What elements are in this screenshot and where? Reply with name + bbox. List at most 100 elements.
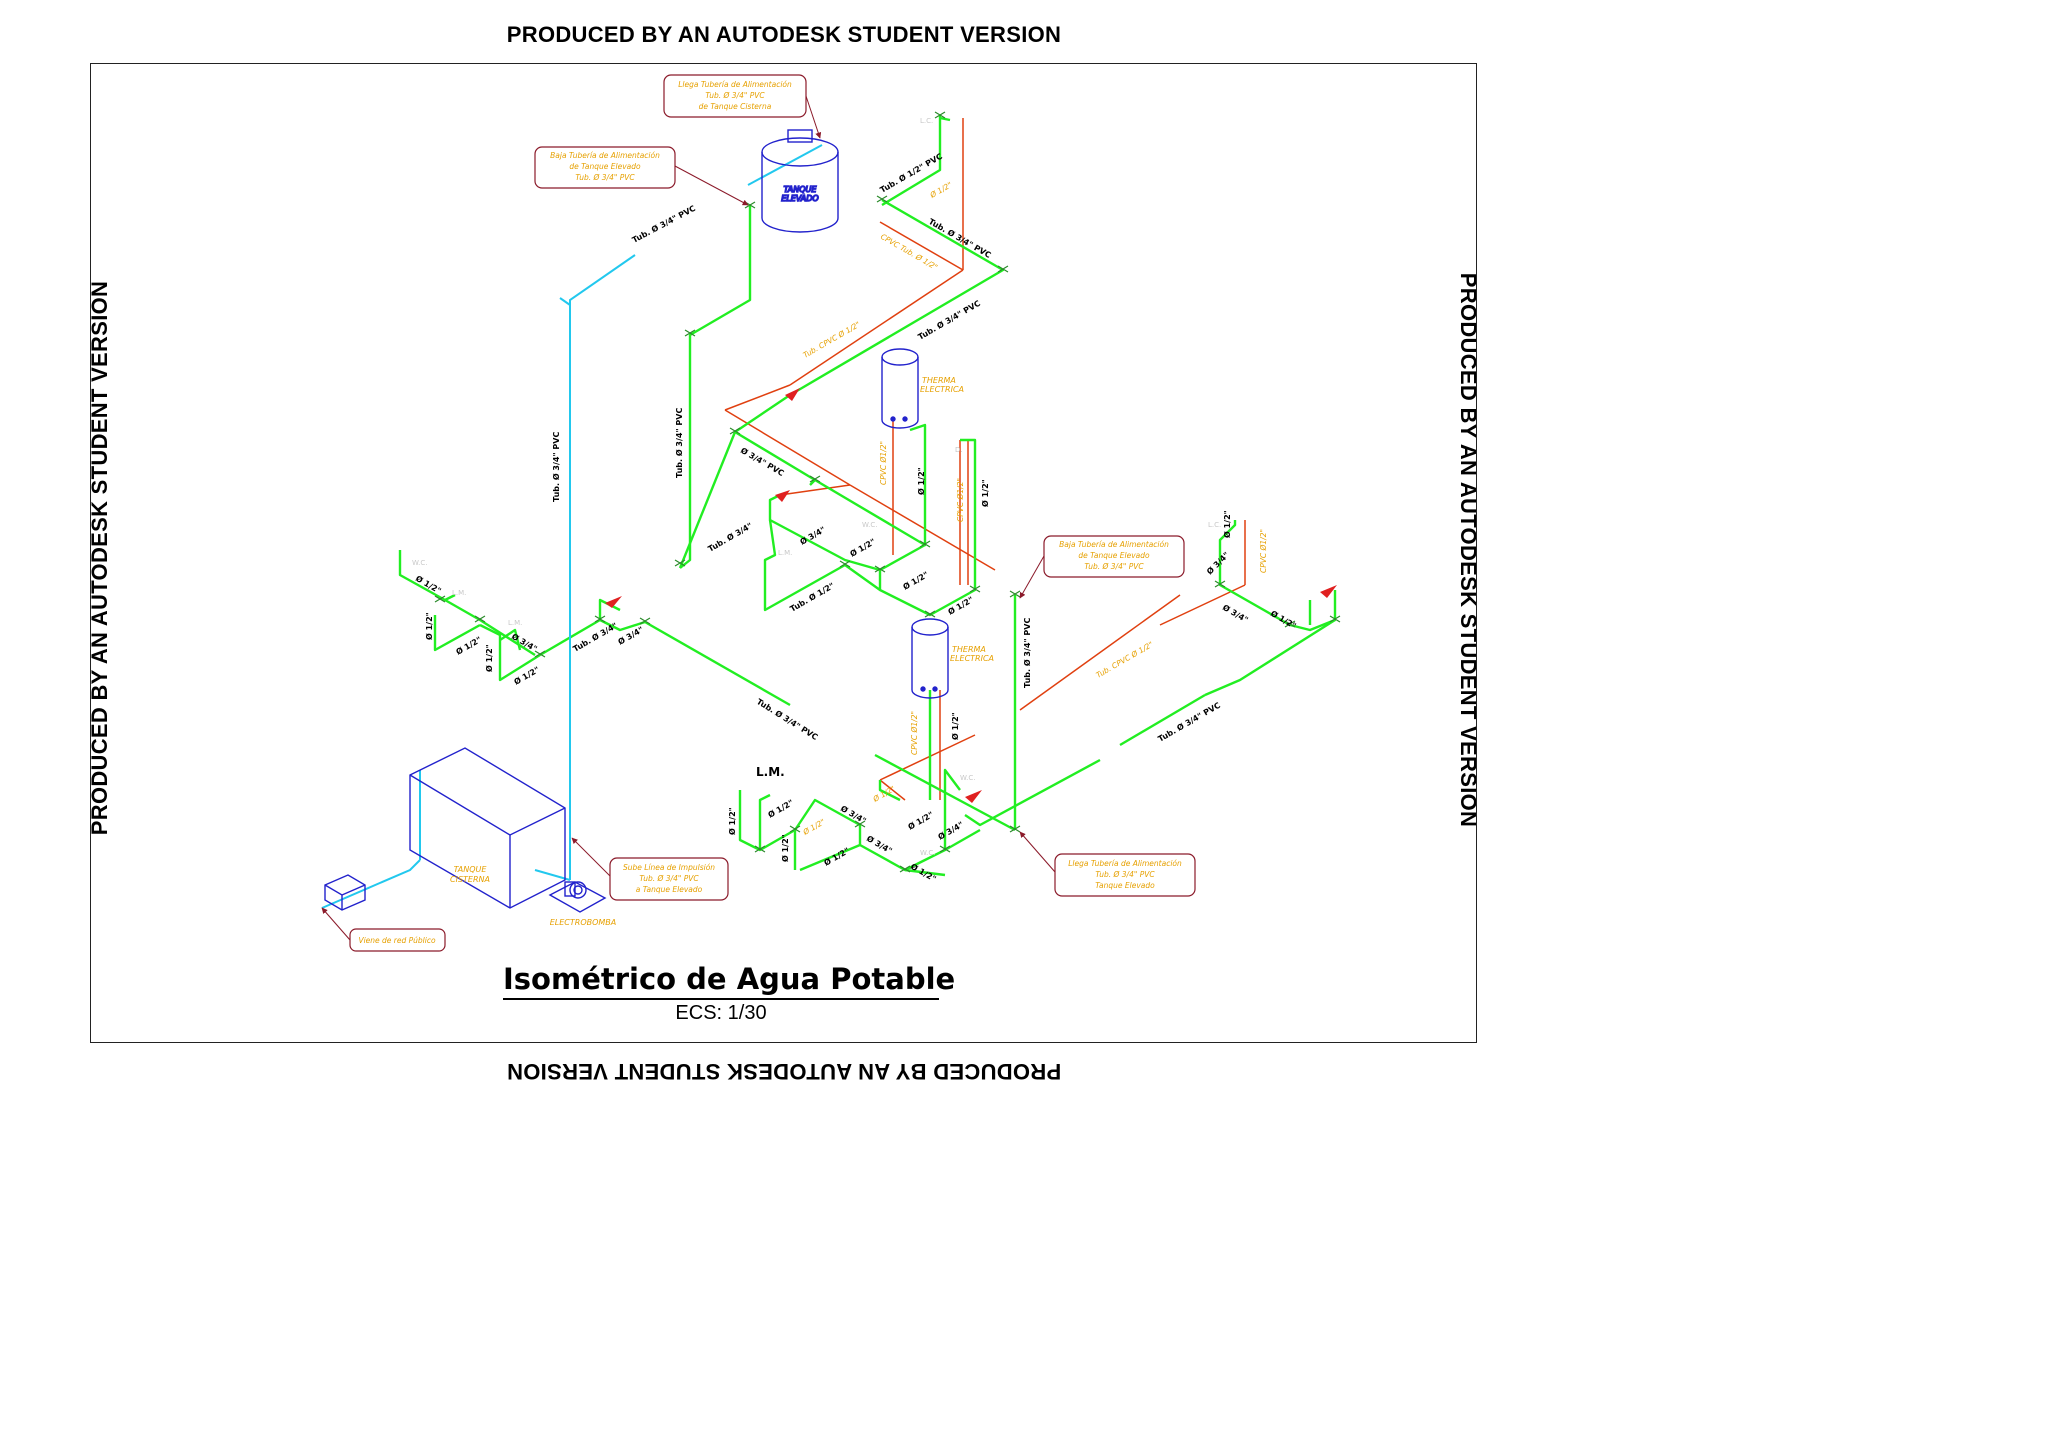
pipe-label: Ø 1/2" <box>822 845 851 868</box>
cisterna-label: TANQUE <box>454 865 488 874</box>
pipe-label: Tub. Ø 3/4" PVC <box>927 216 993 260</box>
callout-3-line-3: Tub. Ø 3/4" PVC <box>1084 562 1144 571</box>
callout-4-line-1: Sube Línea de Impulsión <box>623 863 715 872</box>
pipe-label: Tub. Ø 3/4" PVC <box>1022 618 1032 688</box>
fixture-tag: L.C. <box>920 117 933 125</box>
pipe-label: Ø 1/2" <box>512 664 541 687</box>
drawing-title: Isométrico de Agua Potable <box>503 962 955 1000</box>
hot-water-pipes <box>724 118 1246 801</box>
pipe-label: Tub. Ø 3/4" PVC <box>674 408 684 478</box>
hot-pipe-label: CPVC Ø1/2" <box>910 711 919 755</box>
pipe-label: Ø 1/2" <box>848 536 877 559</box>
fixture-tag: L.C. <box>1208 521 1221 529</box>
hot-pipe-label: Ø 1/2" <box>928 180 954 200</box>
fixture-tag: L.M. <box>508 619 522 627</box>
tanque-cisterna <box>409 747 566 909</box>
fixture-tag: W.C. <box>920 849 935 857</box>
title-block: Isométrico de Agua Potable ECS: 1/30 <box>503 962 955 1025</box>
electrobomba-label: ELECTROBOMBA <box>550 918 617 927</box>
pipe-label: Ø 3/4" PVC <box>739 445 786 478</box>
therma-1-label-2: ELECTRICA <box>920 385 964 394</box>
cisterna-label-2: CISTERNA <box>450 875 490 884</box>
tanque-elevado: TANQUE ELEVADO <box>761 129 839 233</box>
hot-pipe-label: CPVC Ø1/2" <box>1259 529 1268 573</box>
pipe-label: Ø 1/2" <box>727 807 737 835</box>
hot-pipe-label: CPVC Ø1/2" <box>879 441 888 485</box>
pipe-label: Ø 1/2" <box>950 712 960 740</box>
callout-2: Baja Tubería de Alimentación de Tanque E… <box>534 146 749 206</box>
fixture-tag: D. <box>955 446 963 454</box>
fixture-tag: W.C. <box>412 559 427 567</box>
therma-1-label: THERMA <box>922 376 956 385</box>
pipe-label: Ø 1/2" <box>1269 608 1298 631</box>
pipe-label: Ø 1/2" <box>780 834 790 862</box>
valve-arrows <box>605 388 1337 803</box>
hot-pipe-label: Tub. CPVC Ø 1/2" <box>1095 640 1155 680</box>
pipe-label: Ø 1/2" <box>980 479 990 507</box>
callout-2-line-3: Tub. Ø 3/4" PVC <box>575 173 635 182</box>
pipe-label: Ø 3/4" <box>865 833 894 856</box>
callout-4: Sube Línea de Impulsión Tub. Ø 3/4" PVC … <box>571 837 729 901</box>
therma-electrica-2 <box>911 618 949 699</box>
medidor-box <box>324 874 366 911</box>
pipe-label: Tub. Ø 3/4" PVC <box>916 298 982 342</box>
fixture-tag: W.C. <box>862 521 877 529</box>
pipe-label: Ø 1/2" <box>1222 510 1232 538</box>
pipe-label: Ø 1/2" <box>424 612 434 640</box>
pipe-label: Tub. Ø 3/4" PVC <box>551 432 561 502</box>
pipe-label: Ø 1/2" <box>484 644 494 672</box>
pipe-label: Ø 3/4" <box>1221 602 1250 625</box>
pipe-label: Ø 1/2" <box>909 861 938 884</box>
callout-1-line-2: Tub. Ø 3/4" PVC <box>705 91 765 100</box>
callout-3: Baja Tubería de Alimentación de Tanque E… <box>1019 535 1185 599</box>
callout-3-line-2: de Tanque Elevado <box>1078 551 1150 560</box>
callout-4-line-3: a Tanque Elevado <box>636 885 703 894</box>
callout-6-line-1: Viene de red Público <box>358 936 436 945</box>
fixture-tag: L.M. <box>778 549 792 557</box>
hot-pipe-label: Tub. CPVC Ø 1/2" <box>802 320 862 360</box>
pipe-label: Ø 1/2" <box>901 569 930 592</box>
hot-pipe-label: Ø 1/2" <box>801 817 827 837</box>
pipe-label: Ø 1/2" <box>766 797 795 820</box>
callout-1-line-1: Llega Tubería de Alimentación <box>678 80 792 89</box>
therma-2-label-2: ELECTRICA <box>950 654 994 663</box>
pipe-label: Ø 3/4" <box>936 819 965 842</box>
fitting-marks <box>434 111 1341 873</box>
watermark-top: PRODUCED BY AN AUTODESK STUDENT VERSION <box>506 22 1062 47</box>
drawing-frame <box>90 63 1477 1043</box>
therma-2-label: THERMA <box>952 645 986 654</box>
callout-6: Viene de red Público <box>321 907 446 952</box>
tanque-elevado-label-2: ELEVADO <box>781 194 818 203</box>
isometric-drawing: TANQUE ELEVADO THERMA ELECTRICA THERMA E… <box>321 74 1341 952</box>
fixture-tags: L.C. W.C. L.M. D. W.C. L.M. L.C. W.C. L.… <box>412 117 1221 857</box>
callout-5: Llega Tubería de Alimentación Tub. Ø 3/4… <box>1019 831 1196 897</box>
hot-water-labels: Ø 1/2" CPVC Tub. Ø 1/2" Tub. CPVC Ø 1/2"… <box>801 180 1268 837</box>
callout-2-line-1: Baja Tubería de Alimentación <box>550 151 660 160</box>
fixture-tag: W.C. <box>960 774 975 782</box>
pipe-label: Ø 3/4" <box>1204 550 1231 577</box>
hot-pipe-label: CPVC Ø1/2" <box>956 478 965 522</box>
pipe-label: Tub. Ø 3/4" PVC <box>1156 700 1222 744</box>
pipe-label: Tub. Ø 3/4" <box>571 620 619 653</box>
callout-5-line-1: Llega Tubería de Alimentación <box>1068 859 1182 868</box>
pipe-label: Tub. Ø 3/4" PVC <box>630 203 697 245</box>
pipe-label: Tub. Ø 3/4" <box>706 520 754 553</box>
callout-5-line-3: Tanque Elevado <box>1095 881 1155 890</box>
pipe-label: Ø 1/2" <box>906 809 935 832</box>
drawing-scale: ECS: 1/30 <box>675 1002 767 1024</box>
callout-3-line-1: Baja Tubería de Alimentación <box>1059 540 1169 549</box>
hot-pipe-label: Ø 1/2" <box>871 784 897 804</box>
callout-1-line-3: de Tanque Cisterna <box>699 102 772 111</box>
pipe-labels: Tub. Ø 3/4" PVC Tub. Ø 3/4" PVC Tub. Ø 3… <box>414 151 1298 884</box>
lm-label: L.M. <box>756 765 785 779</box>
hot-pipe-label: CPVC Tub. Ø 1/2" <box>879 232 939 272</box>
callout-1: Llega Tubería de Alimentación Tub. Ø 3/4… <box>663 74 822 139</box>
pipe-label: Ø 1/2" <box>916 467 926 495</box>
pipe-label: Tub. Ø 1/2" <box>788 580 836 613</box>
callout-5-line-2: Tub. Ø 3/4" PVC <box>1095 870 1155 879</box>
fixture-tag: L.M. <box>452 589 466 597</box>
callout-4-line-2: Tub. Ø 3/4" PVC <box>639 874 699 883</box>
electrobomba <box>548 881 607 913</box>
therma-electrica-1 <box>881 348 919 429</box>
tanque-elevado-label: TANQUE <box>784 185 818 194</box>
